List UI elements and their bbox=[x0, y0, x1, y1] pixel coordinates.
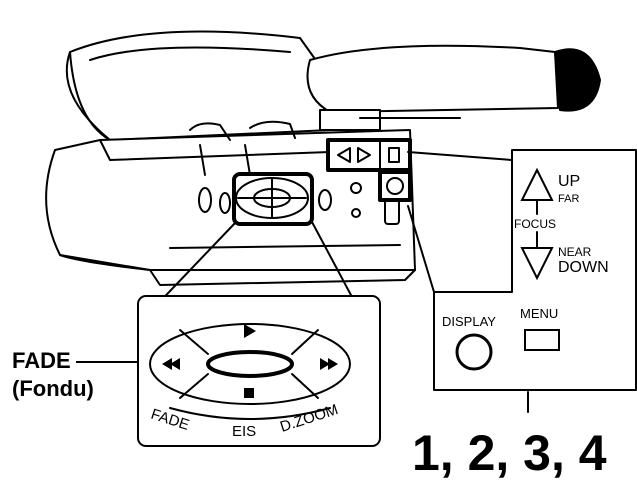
top-selector-box bbox=[326, 138, 412, 202]
focus-near-label: NEAR bbox=[558, 245, 592, 259]
stop-square-icon bbox=[244, 388, 254, 398]
step-numbers: 1, 2, 3, 4 bbox=[412, 425, 607, 481]
focus-up-label: UP bbox=[558, 173, 580, 190]
menu-button[interactable] bbox=[524, 329, 560, 351]
display-label: DISPLAY bbox=[442, 314, 496, 329]
selector-dial bbox=[232, 172, 314, 226]
menu-label: MENU bbox=[520, 306, 558, 321]
focus-label: FOCUS bbox=[514, 217, 556, 231]
focus-up-triangle-icon bbox=[520, 167, 554, 201]
arc-label-eis: EIS bbox=[232, 423, 256, 440]
viewfinder bbox=[306, 44, 601, 131]
fade-label: FADE bbox=[12, 348, 71, 373]
rewind-icon bbox=[162, 358, 180, 370]
play-triangle-icon bbox=[244, 324, 256, 338]
focus-down-triangle-icon bbox=[520, 247, 554, 281]
selector-right-arrow-icon bbox=[357, 147, 371, 163]
display-button[interactable] bbox=[455, 333, 493, 371]
zoom-inset-panel bbox=[137, 295, 381, 447]
selector-left-arrow-icon bbox=[337, 147, 351, 163]
focus-far-label: FAR bbox=[558, 193, 579, 205]
focus-down-label: DOWN bbox=[558, 259, 609, 276]
fondu-label: (Fondu) bbox=[12, 376, 94, 401]
fast-forward-icon bbox=[320, 358, 338, 370]
